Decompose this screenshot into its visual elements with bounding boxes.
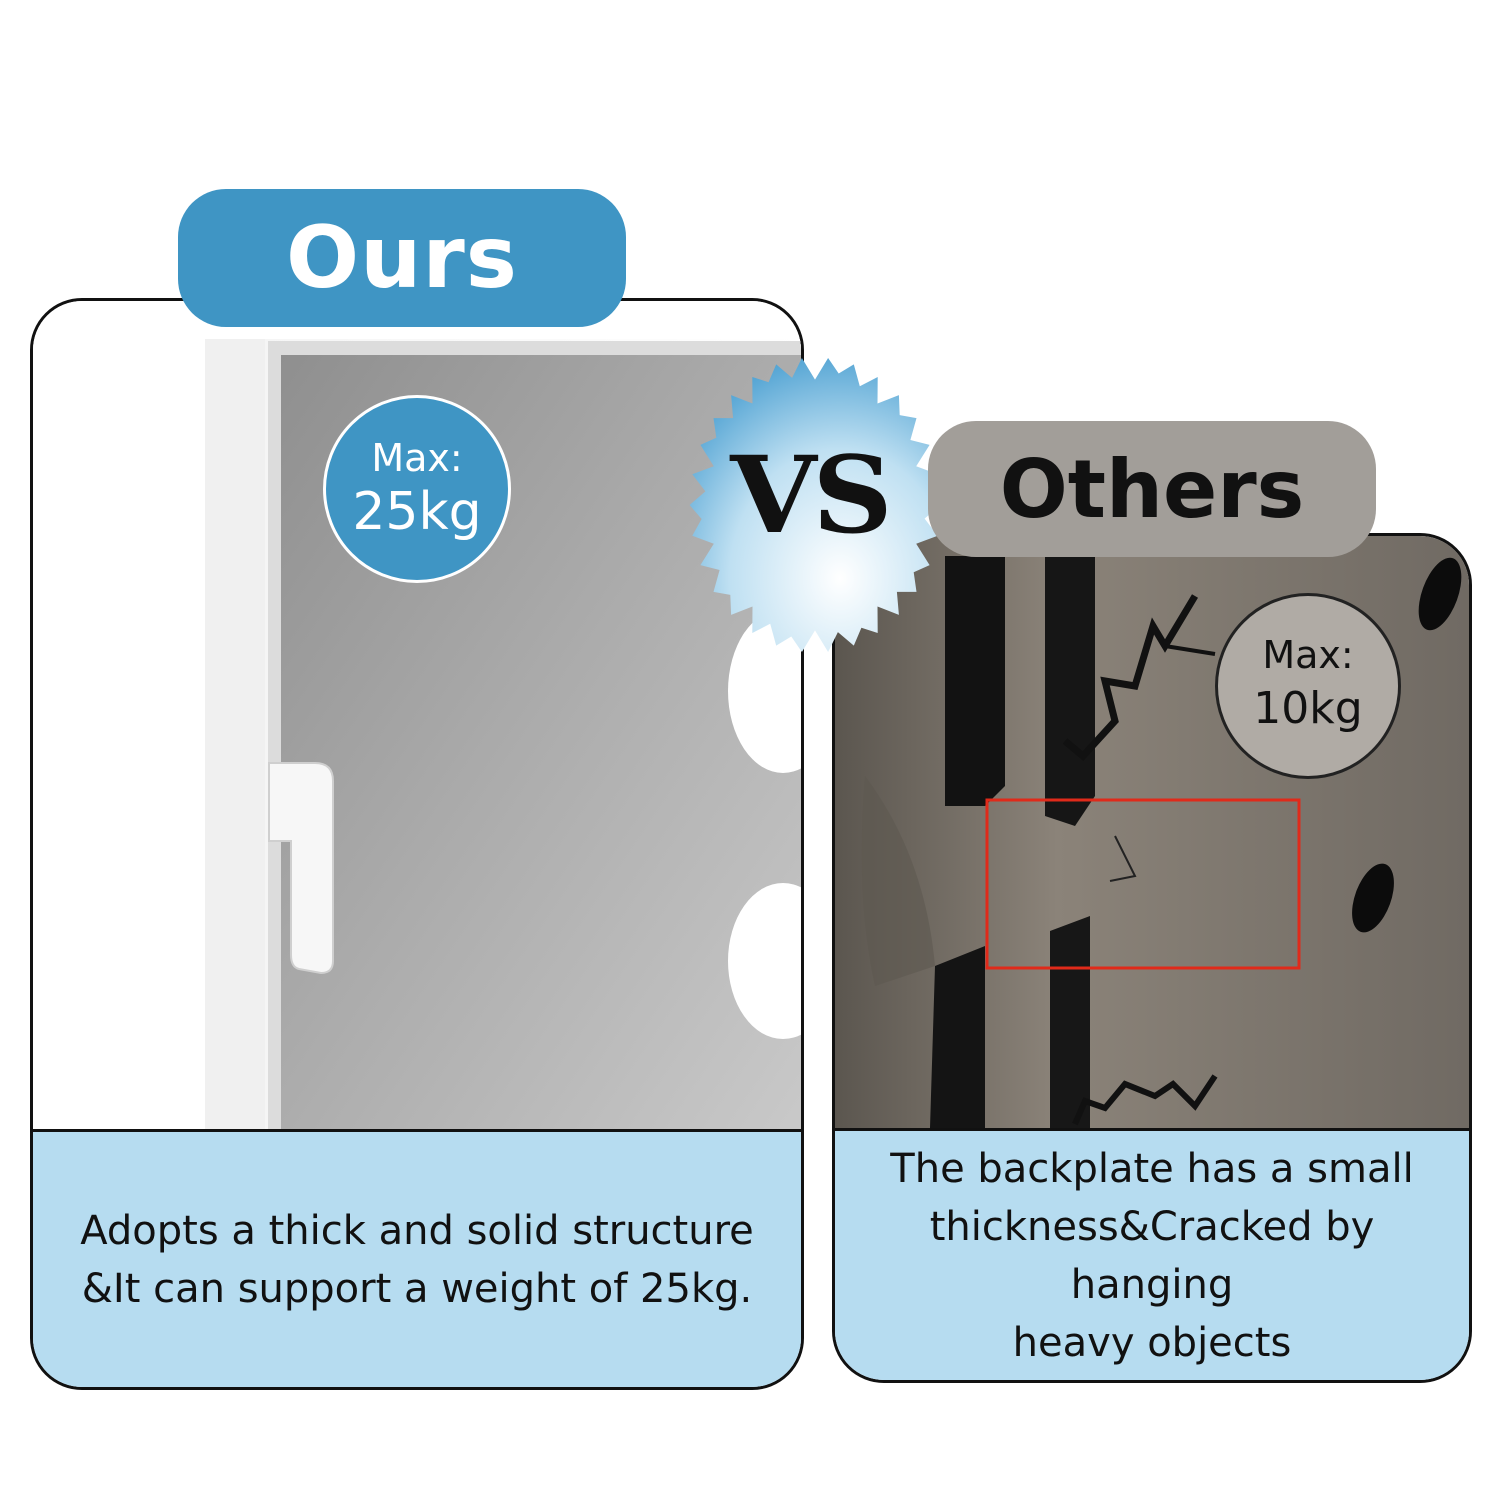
hook-tab: [268, 762, 334, 975]
crack-highlight-box: [985, 798, 1301, 970]
others-max-weight-badge: Max: 10kg: [1215, 593, 1401, 779]
ours-caption: Adopts a thick and solid structure &It c…: [33, 1129, 801, 1387]
badge-value: 25kg: [352, 482, 482, 542]
ours-caption-line: &It can support a weight of 25kg.: [81, 1265, 753, 1312]
crack-icon: [1062, 594, 1199, 761]
crack-icon: [1072, 1074, 1218, 1126]
others-caption-line: thickness&Cracked by hanging: [929, 1203, 1375, 1308]
others-cracked-backplate-illustration: [861, 556, 1462, 1128]
ours-max-weight-badge: Max: 25kg: [323, 395, 511, 583]
ours-caption-line: Adopts a thick and solid structure: [80, 1207, 754, 1254]
badge-label: Max:: [371, 436, 463, 480]
badge-value: 10kg: [1253, 683, 1363, 734]
ours-title-tag: Ours: [178, 189, 626, 327]
mounting-hole: [728, 609, 801, 773]
others-title-tag: Others: [928, 421, 1376, 557]
mounting-hole: [1418, 557, 1462, 631]
vs-label: VS: [730, 432, 893, 557]
mounting-hole: [728, 883, 801, 1039]
vs-burst-shape: [689, 358, 941, 652]
vs-splash-burst-icon: [689, 358, 941, 652]
mounting-hole: [1352, 863, 1394, 933]
others-caption: The backplate has a small thickness&Crac…: [835, 1128, 1469, 1380]
badge-label: Max:: [1262, 633, 1354, 677]
others-caption-line: The backplate has a small: [890, 1145, 1414, 1192]
others-caption-line: heavy objects: [1012, 1319, 1292, 1366]
